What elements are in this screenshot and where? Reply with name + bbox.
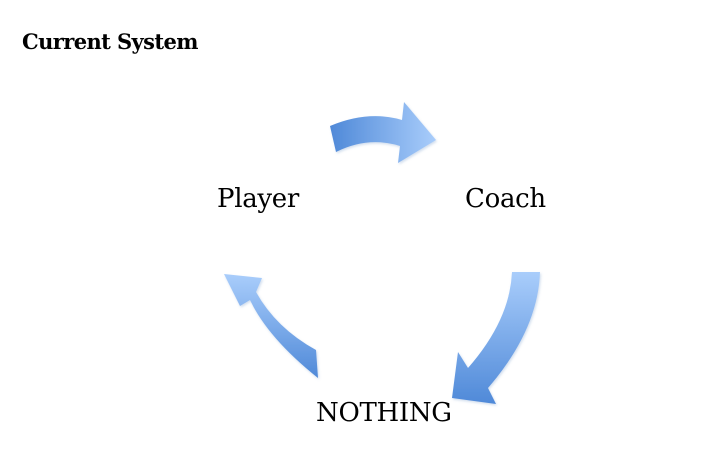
node-nothing: NOTHING [316,398,452,428]
arrow-coach-to-nothing [452,272,540,404]
arrow-player-to-coach [330,102,436,163]
diagram-title: Current System [22,29,198,54]
node-player: Player [217,184,300,214]
arrow-nothing-to-player [224,274,318,378]
node-coach: Coach [465,184,546,214]
